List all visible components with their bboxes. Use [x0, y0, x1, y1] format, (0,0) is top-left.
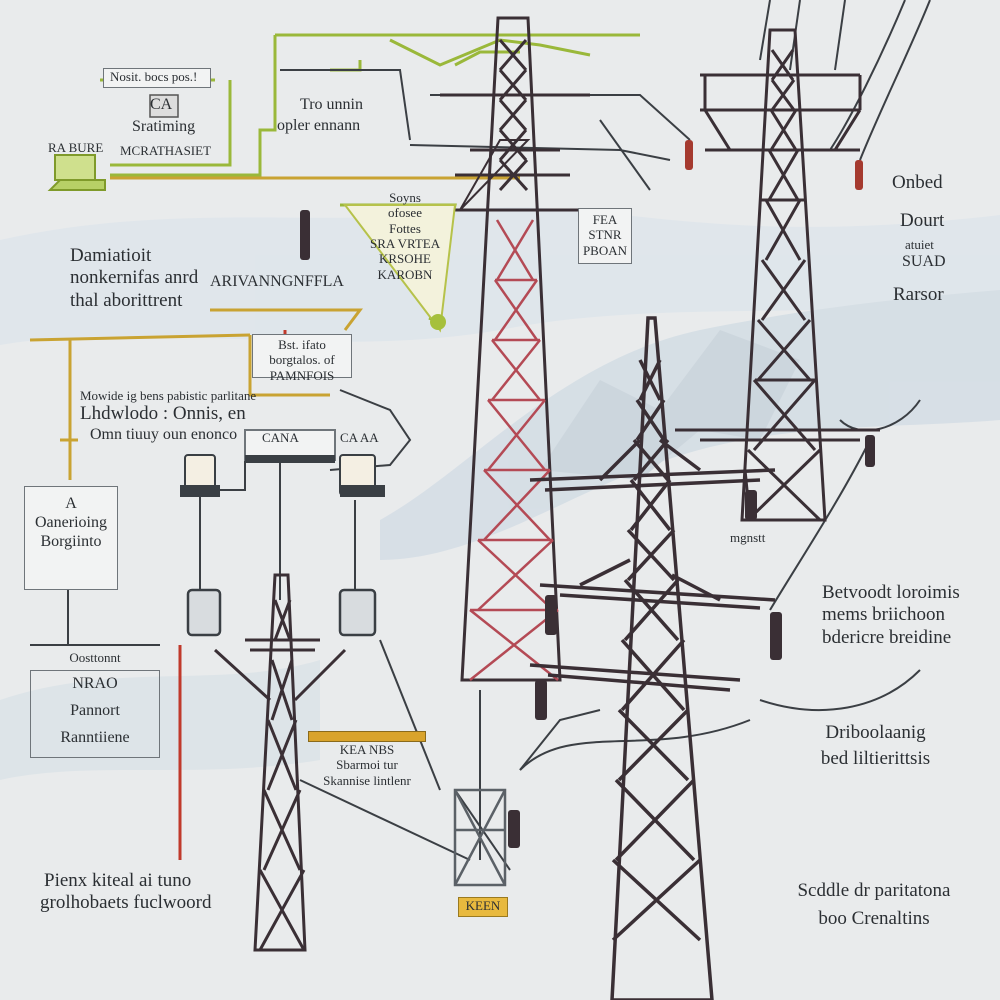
- yellow-tag-line-2: Sbarmoi tur: [336, 757, 398, 773]
- station-line-3: Fottes: [389, 220, 421, 236]
- damiatioit-line-3: thal aborittrent: [70, 289, 183, 311]
- left-lower-line-1: Oosttonnt: [69, 650, 121, 665]
- label-ca-tag: CA: [150, 96, 173, 113]
- right-lower-line-1: Driboolaanig: [825, 722, 926, 743]
- operating-line-3: Borgiinto: [40, 532, 102, 550]
- pennant-bulb-icon: [430, 314, 446, 330]
- bottom-left-line-2: grolhobaets fuclwoord: [40, 892, 212, 914]
- label-tro-unnin: Tro unnin: [300, 96, 363, 113]
- label-right-bottom-block: Scddle dr paritatona boo Crenaltins: [778, 880, 970, 931]
- station-line-4: SRA VRTEA: [370, 235, 441, 251]
- station-line-1: Soyns: [389, 190, 421, 205]
- mid-line-2: borgtalos. of: [269, 352, 335, 368]
- label-damiatioit-block: Damiatioit nonkernifas anrd thal aboritt…: [70, 245, 198, 312]
- label-opler-ennann: opler ennann: [277, 117, 361, 134]
- label-sratiming: Sratiming: [132, 118, 196, 135]
- mid-line-3: PAMNFOIS: [269, 367, 335, 383]
- yellow-tag-bar: [308, 731, 426, 742]
- yellow-tag-line-1: KEA NBS: [339, 742, 395, 757]
- lunnings-line-1: Mowide ig bens pabistic parlitane: [80, 388, 257, 403]
- station-line-5: KRSOHE: [378, 251, 431, 267]
- label-box-left-lower: Oosttonnt NRAO Pannort Ranntiiene: [30, 650, 160, 748]
- right-bottom-line-1: Scddle dr paritatona: [797, 880, 951, 901]
- tower-main-red: [440, 16, 590, 682]
- tower-foreground: [529, 316, 776, 1000]
- label-box-top-left: Nosit. bocs pos.!: [103, 68, 211, 88]
- label-ra-bure: RA BURE: [48, 140, 104, 155]
- station-pennant: [342, 204, 457, 333]
- right-mid-line-1: Betvoodt loroimis: [822, 582, 960, 603]
- label-right-mid-block: Betvoodt loroimis mems briichoon bdericr…: [822, 582, 960, 649]
- label-right-top-1: Onbed: [892, 172, 943, 193]
- damiatioit-line-1: Damiatioit: [70, 245, 152, 266]
- label-box-mid: Bst. ifato borgtalos. of PAMNFOIS: [252, 334, 352, 383]
- operating-line-2: Oanerioing: [35, 513, 107, 531]
- tower-upper-right: [675, 28, 880, 522]
- gold-wires: [29, 176, 520, 480]
- label-box-fa: FEA STNR PBOAN: [578, 208, 632, 264]
- fa-line-2: STNR: [588, 227, 622, 243]
- fa-line-3: PBOAN: [582, 242, 628, 258]
- mid-line-1: Bst. ifato: [278, 337, 326, 352]
- tower-small-left: [213, 573, 347, 952]
- label-right-top-2: Dourt: [900, 210, 945, 231]
- label-right-top-5: Rarsor: [893, 284, 944, 305]
- label-right-top-4: SUAD: [902, 253, 946, 270]
- transformer-icon: [180, 429, 385, 637]
- left-lower-line-2: NRAO: [72, 675, 118, 693]
- right-mid-line-2: mems briichoon: [822, 604, 945, 626]
- label-right-lower-block: Driboolaanig bed liltierittsis: [808, 722, 943, 771]
- damiatioit-line-2: nonkernifas anrd: [70, 267, 199, 289]
- label-bottom-left-block: Pienx kiteal ai tuno grolhobaets fuclwoo…: [40, 870, 211, 915]
- station-pennant-text: Soyns ofosee Fottes SRA VRTEA KRSOHE KAR…: [370, 190, 440, 282]
- label-lunnings-block: Mowide ig bens pabistic parlitane Lhdwlo…: [80, 388, 256, 445]
- station-line-2: ofosee: [388, 205, 422, 221]
- station-line-6: KAROBN: [377, 266, 433, 282]
- right-bottom-line-2: boo Crenaltins: [818, 908, 930, 930]
- yellow-tag-line-3: Skannise lintlenr: [323, 772, 411, 788]
- bottom-left-line-1: Pienx kiteal ai tuno: [44, 870, 192, 891]
- label-yellow-tag: KEA NBS Sbarmoi tur Skannise lintlenr: [308, 725, 426, 788]
- operating-line-1: A: [65, 495, 77, 512]
- substation-frame: [453, 788, 507, 887]
- left-lower-frame: [30, 670, 160, 758]
- lunnings-line-2: Lhdwlodo : Onnis, en: [80, 403, 246, 425]
- label-mcrathasiet: MCRATHASIET: [120, 143, 212, 158]
- left-lower-line-4: Ranntiiene: [60, 729, 130, 747]
- label-keen-tag: KEEN: [458, 897, 508, 917]
- label-arrivanng: ARIVANNGNFFLA: [210, 273, 344, 290]
- right-lower-line-2: bed liltierittsis: [820, 748, 931, 770]
- fa-line-1: FEA: [592, 212, 618, 227]
- lunnings-line-3: Omn tiuuy oun enonco: [90, 425, 238, 443]
- left-lower-line-3: Pannort: [70, 702, 120, 720]
- label-mid-tag: mgnstt: [730, 530, 766, 545]
- label-box-operating: A Oanerioing Borgiinto: [24, 486, 118, 590]
- label-tag-left: CANA: [262, 430, 299, 445]
- monitor-icon: [54, 94, 179, 181]
- insulator-icon: [300, 140, 875, 848]
- right-mid-line-3: bdericre breidine: [822, 626, 952, 648]
- label-top-left: Nosit. bocs pos.!: [110, 69, 198, 84]
- control-wiring: [30, 0, 931, 871]
- label-tag-right: CA AA: [340, 430, 379, 445]
- label-right-top-3: atuiet: [905, 237, 934, 252]
